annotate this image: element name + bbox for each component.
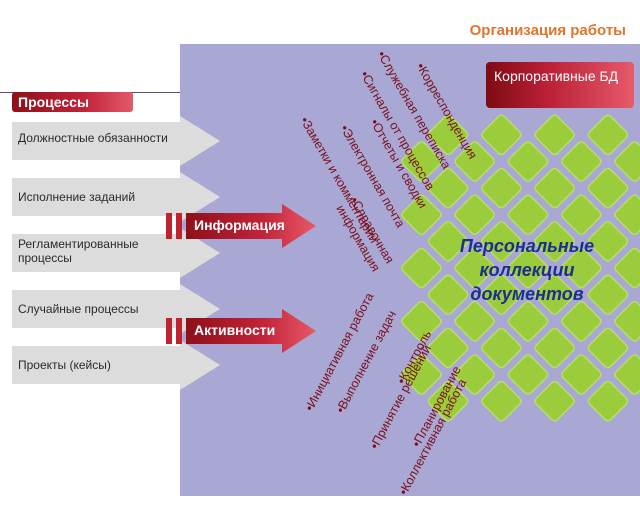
tile [427, 380, 469, 422]
tile [560, 141, 602, 182]
process-arrow-5: Проекты (кейсы) [12, 340, 220, 390]
center-line-3: документов [470, 284, 583, 304]
tile [560, 194, 602, 236]
process-label: Проекты (кейсы) [18, 358, 111, 372]
process-arrow-2: Исполнение заданий [12, 172, 220, 222]
tile [454, 194, 496, 236]
tile [507, 141, 549, 182]
center-line-1: Персональные [460, 236, 594, 256]
activity-bar-2 [176, 318, 182, 344]
page-title: Организация работы [469, 22, 626, 39]
tile [481, 114, 522, 156]
tile [507, 194, 549, 236]
process-arrow-3: Регламентированные процессы [12, 228, 220, 278]
tile [534, 274, 575, 315]
tile [614, 141, 640, 182]
tile [481, 380, 522, 422]
tile-grid [401, 114, 640, 422]
process-label: Должностные обязанности [18, 131, 168, 145]
tile [560, 354, 602, 395]
tile [587, 327, 629, 369]
tile [587, 380, 629, 422]
tile [507, 247, 549, 289]
information-label: Информация [194, 217, 285, 233]
process-label: Случайные процессы [18, 302, 139, 316]
tile [560, 300, 602, 342]
tile [614, 247, 640, 289]
tile [534, 327, 575, 369]
tile [587, 167, 629, 209]
tile [427, 274, 469, 315]
tile [454, 141, 496, 182]
tile [534, 114, 575, 156]
tile [534, 167, 575, 209]
tile [560, 247, 602, 289]
tile [427, 114, 469, 156]
activities-arrow: Активности [186, 309, 316, 353]
tile [481, 167, 522, 209]
tile [401, 247, 442, 289]
tile [401, 354, 442, 395]
process-label: Регламентированные процессы [18, 237, 139, 265]
tile [507, 354, 549, 395]
tile [401, 194, 442, 236]
tile [534, 380, 575, 422]
process-arrow-1: Должностные обязанности [12, 116, 220, 166]
processes-badge: Процессы [12, 92, 133, 112]
tile [454, 354, 496, 395]
tile [587, 221, 629, 262]
tile [614, 354, 640, 395]
tile [481, 221, 522, 262]
tile [427, 221, 469, 262]
activities-label: Активности [194, 322, 276, 338]
tile [401, 141, 442, 182]
tile [534, 221, 575, 262]
tile [587, 274, 629, 315]
activity-bar-1 [166, 318, 172, 344]
information-arrow: Информация [186, 204, 316, 248]
tile [427, 167, 469, 209]
tile [454, 300, 496, 342]
activity-type-2: •Выполнение задач [333, 308, 399, 415]
tile [614, 300, 640, 342]
info-bar-2 [176, 213, 182, 239]
tile [454, 247, 496, 289]
tile [481, 327, 522, 369]
tile [401, 300, 442, 342]
corporate-db-box: Корпоративные БД [486, 62, 634, 108]
tile [507, 300, 549, 342]
tile [427, 327, 469, 369]
tile [481, 274, 522, 315]
process-label: Исполнение заданий [18, 190, 136, 204]
info-bar-1 [166, 213, 172, 239]
tile [614, 194, 640, 236]
tile [587, 114, 629, 156]
center-line-2: коллекции [479, 260, 574, 280]
